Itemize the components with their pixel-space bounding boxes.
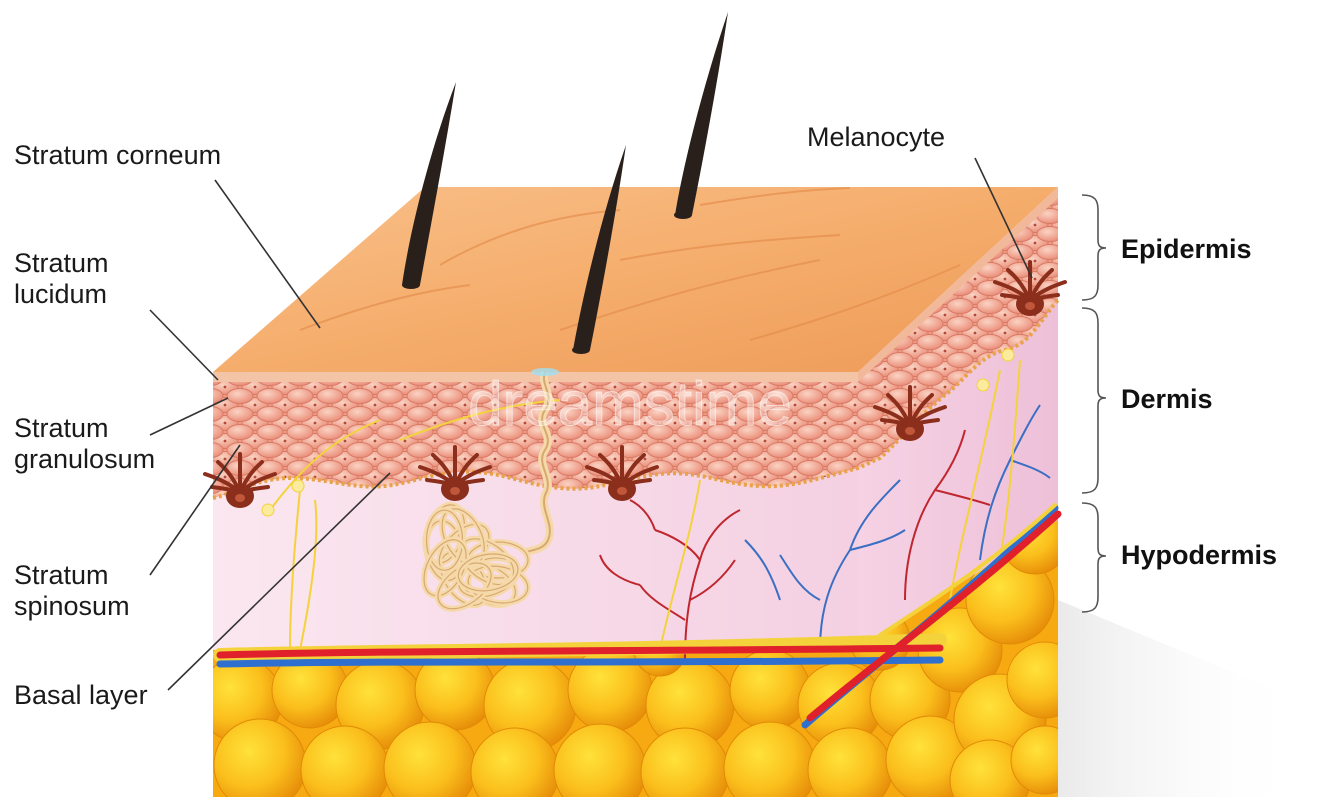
bracket-dermis bbox=[1082, 308, 1106, 493]
label-stratum-granulosum: Stratum granulosum bbox=[14, 413, 155, 475]
bracket-hypodermis bbox=[1082, 503, 1106, 612]
bracket-epidermis bbox=[1082, 195, 1106, 300]
label-stratum-granulosum-line1: Stratum bbox=[14, 413, 155, 444]
label-stratum-lucidum-line1: Stratum bbox=[14, 248, 109, 279]
label-hypodermis: Hypodermis bbox=[1121, 540, 1277, 571]
label-stratum-spinosum-line1: Stratum bbox=[14, 560, 130, 591]
leader-stratum-lucidum bbox=[150, 310, 218, 380]
layer-brackets bbox=[1082, 195, 1106, 612]
watermark: dreamstime bbox=[468, 370, 792, 439]
leader-stratum-corneum bbox=[215, 180, 320, 328]
label-stratum-spinosum-line2: spinosum bbox=[14, 591, 130, 622]
label-stratum-granulosum-line2: granulosum bbox=[14, 444, 155, 475]
label-stratum-corneum: Stratum corneum bbox=[14, 140, 221, 171]
label-dermis: Dermis bbox=[1121, 384, 1213, 415]
label-melanocyte: Melanocyte bbox=[807, 122, 945, 153]
block-shadow bbox=[1058, 600, 1300, 797]
label-epidermis: Epidermis bbox=[1121, 234, 1252, 265]
label-stratum-lucidum-line2: lucidum bbox=[14, 279, 109, 310]
label-basal-layer: Basal layer bbox=[14, 680, 148, 711]
label-stratum-spinosum: Stratum spinosum bbox=[14, 560, 130, 622]
label-stratum-lucidum: Stratum lucidum bbox=[14, 248, 109, 310]
